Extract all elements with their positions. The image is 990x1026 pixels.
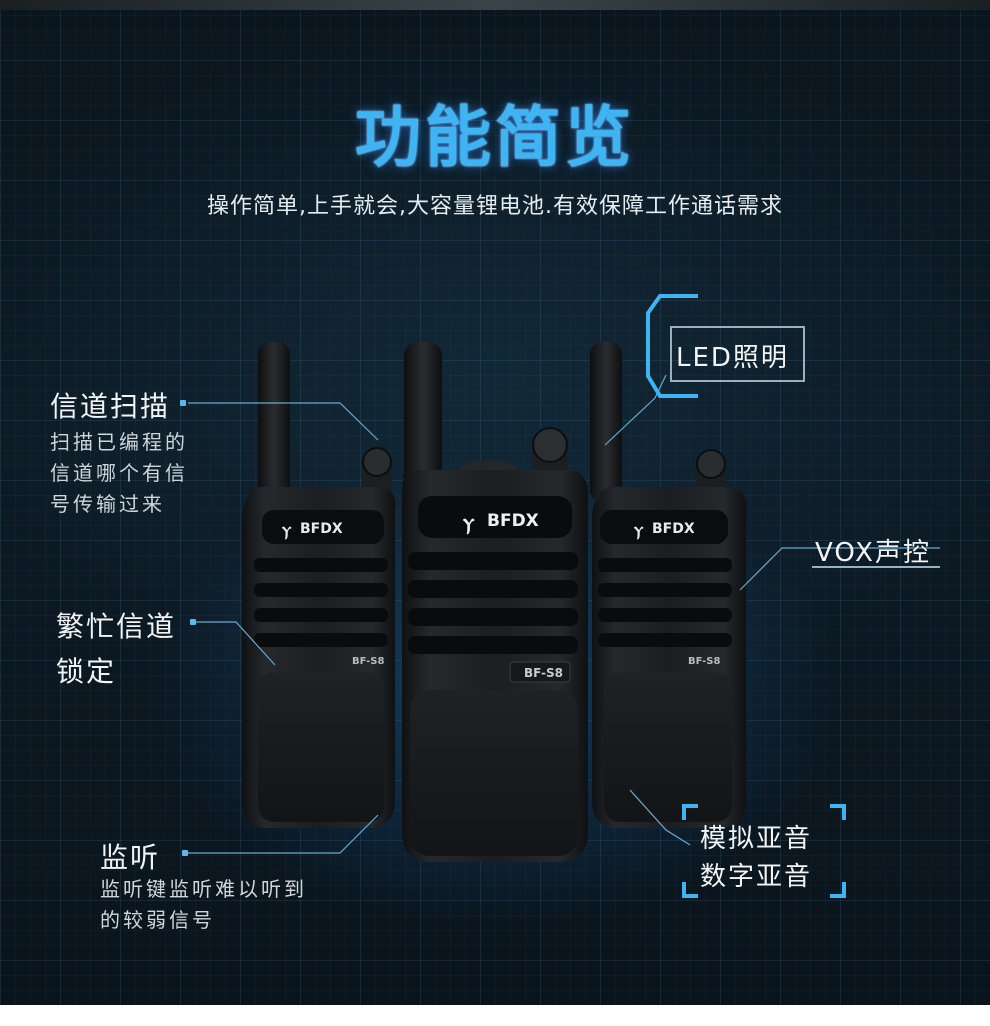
monitor-desc-line: 监听键监听难以听到 [100, 877, 307, 901]
audio-brackets [682, 804, 846, 898]
radio-left-brand: BFDX [300, 521, 343, 537]
audio-line1: 模拟亚音 [700, 824, 813, 854]
led-title: LED照明 [676, 343, 789, 373]
svg-text:BF-S8: BF-S8 [352, 656, 384, 667]
scan-desc: 扫描已编程的 信道哪个有信 号传输过来 [50, 427, 250, 520]
scan-dot [180, 400, 186, 406]
svg-text:BF-S8: BF-S8 [524, 666, 563, 680]
monitor-title: 监听 [100, 841, 161, 874]
product-banner: BFDX ⲩ BF-S8 BFDX ⲩ [0, 0, 990, 1005]
page-title: 功能简览 [355, 99, 635, 176]
radios-illustration: BFDX ⲩ BF-S8 BFDX ⲩ [188, 294, 940, 898]
scan-title: 信道扫描 [50, 390, 171, 423]
top-strip [0, 0, 990, 10]
audio-line2: 数字亚音 [700, 862, 813, 892]
busy-lock-title-line2: 锁定 [56, 655, 117, 688]
vox-title: VOX声控 [815, 538, 931, 568]
scan-desc-line: 信道哪个有信 [50, 461, 188, 485]
monitor-dot [182, 850, 188, 856]
svg-text:BF-S8: BF-S8 [688, 656, 720, 667]
scan-desc-line: 号传输过来 [50, 492, 165, 516]
radio-center: BFDX ⲩ BF-S8 [402, 342, 588, 862]
radio-right: BFDX ⲩ BF-S8 [590, 342, 747, 828]
led-bracket [646, 294, 698, 398]
led-label-box [670, 326, 805, 382]
busy-lock-dot [190, 619, 196, 625]
svg-text:ⲩ: ⲩ [634, 519, 644, 540]
page-subtitle: 操作简单,上手就会,大容量锂电池.有效保障工作通话需求 [207, 194, 783, 219]
monitor-desc: 监听键监听难以听到 的较弱信号 [100, 874, 400, 936]
svg-text:ⲩ: ⲩ [282, 519, 292, 540]
svg-text:ⲩ: ⲩ [463, 510, 475, 535]
radio-right-brand: BFDX [652, 521, 695, 537]
busy-lock-title-line1: 繁忙信道 [56, 610, 177, 643]
leader-lines [188, 374, 940, 854]
scan-desc-line: 扫描已编程的 [50, 430, 188, 454]
monitor-desc-line: 的较弱信号 [100, 908, 215, 932]
radio-center-brand: BFDX [487, 511, 539, 531]
radio-left: BFDX ⲩ BF-S8 [242, 342, 396, 828]
